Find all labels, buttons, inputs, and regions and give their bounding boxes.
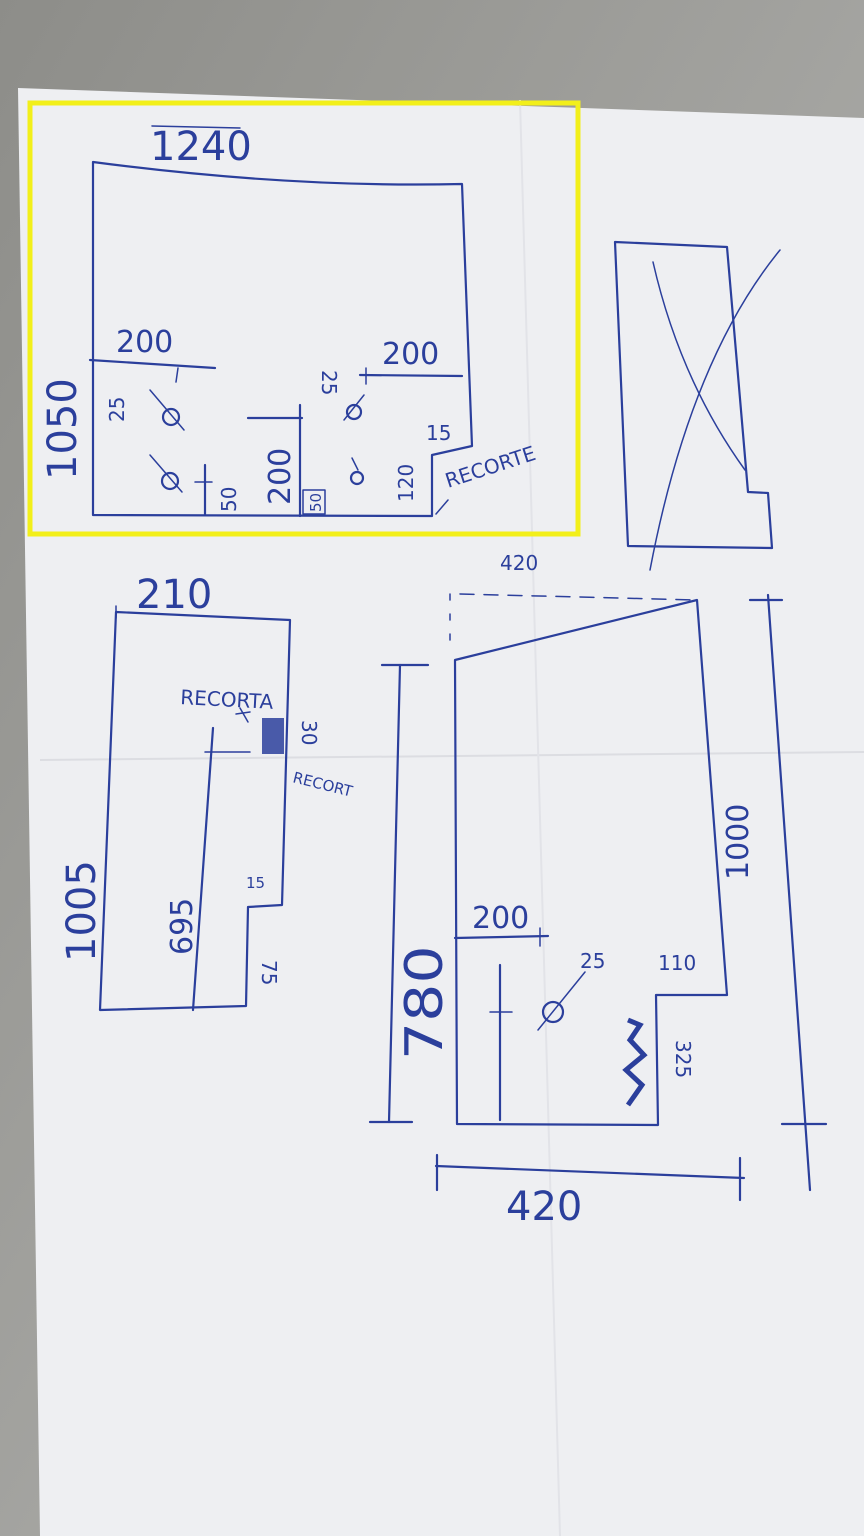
panel-a-right-hole-top-slash — [343, 394, 365, 421]
panel-a-right-hole-bottom — [349, 470, 365, 486]
panel-a-right-hole-top — [345, 403, 363, 421]
panel-b-width-label: 210 — [136, 572, 212, 618]
panel-a-right-shelf-line — [358, 373, 464, 378]
panel-c-bottom-dimline — [434, 1164, 746, 1180]
panel-c-drawing: 420 780 1000 200 25 110 325 420 — [368, 551, 828, 1230]
panel-c-1000-dimline — [766, 593, 812, 1192]
panel-a-left-200: 200 — [116, 325, 173, 360]
panel-b-drawing: 210 1005 695 15 75 30 RECORTA RECORT — [59, 572, 355, 1012]
panel-a-hole-top-slash — [149, 389, 185, 431]
paper-fold-horizontal — [39, 751, 864, 761]
panel-a-mid-200: 200 — [263, 448, 298, 505]
panel-a-right-hole-bottom-slash — [351, 457, 359, 471]
panel-a-right-120: 120 — [394, 464, 418, 502]
panel-c-325: 325 — [671, 1040, 695, 1078]
panel-a-cut-arrow — [435, 499, 449, 515]
panel-a-left-50: 50 — [217, 487, 241, 512]
panel-c-hole — [541, 1000, 565, 1024]
panel-a-width-label: 1240 — [150, 124, 252, 170]
panel-c-bottom-width: 420 — [506, 1184, 582, 1230]
panel-a-outline — [91, 160, 474, 518]
panel-a-height-label: 1050 — [40, 378, 86, 480]
panel-b-695: 695 — [165, 898, 200, 955]
panel-a-hole-top — [161, 407, 181, 427]
panel-a-right-25: 25 — [317, 370, 341, 395]
panel-a-width-overline — [151, 125, 241, 129]
panel-b-cut-mark — [262, 718, 284, 754]
panel-b-height-label: 1005 — [59, 860, 105, 962]
side-elevation-curve-b — [649, 249, 781, 571]
panel-a-highlight-box — [27, 100, 581, 537]
panel-c-top-width: 420 — [500, 551, 538, 575]
panel-b-15: 15 — [246, 874, 265, 892]
panel-b-cut-label-top: RECORTA — [180, 685, 274, 714]
panel-c-780-dimline — [387, 663, 402, 1124]
panel-c-outline — [453, 598, 729, 1127]
panel-c-200: 200 — [472, 901, 529, 936]
panel-a-mid-50: 50 — [307, 493, 325, 512]
panel-c-top-dashline — [459, 593, 698, 601]
side-elevation-drawing — [613, 240, 781, 571]
panel-c-780: 780 — [395, 945, 455, 1060]
panel-c-110: 110 — [658, 951, 696, 975]
panel-b-outline — [98, 610, 292, 1012]
panel-a-mid-50-box — [302, 489, 326, 515]
panel-b-inner-line — [191, 726, 215, 1012]
panel-a-right-15: 15 — [426, 421, 451, 445]
panel-c-scribble — [622, 1017, 648, 1107]
panel-a-right-200: 200 — [382, 337, 439, 372]
panel-c-hole-slash — [537, 971, 586, 1031]
panel-c-shelf-line — [453, 934, 550, 940]
panel-a-left-tick — [175, 367, 179, 383]
paper-fold-vertical — [519, 99, 561, 1536]
panel-c-1000: 1000 — [721, 804, 756, 880]
panel-a-left-shelf-line — [88, 358, 217, 370]
panel-c-25: 25 — [580, 949, 605, 973]
side-elevation-outline — [613, 240, 774, 550]
panel-a-hole-bottom-slash — [149, 454, 183, 493]
panel-b-75: 75 — [257, 960, 281, 985]
panel-a-left-25: 25 — [105, 397, 129, 422]
panel-b-cut-arrow — [235, 707, 251, 723]
side-elevation-curve-a — [652, 261, 746, 471]
panel-a-hole-bottom — [160, 471, 180, 491]
panel-b-30: 30 — [297, 720, 321, 745]
